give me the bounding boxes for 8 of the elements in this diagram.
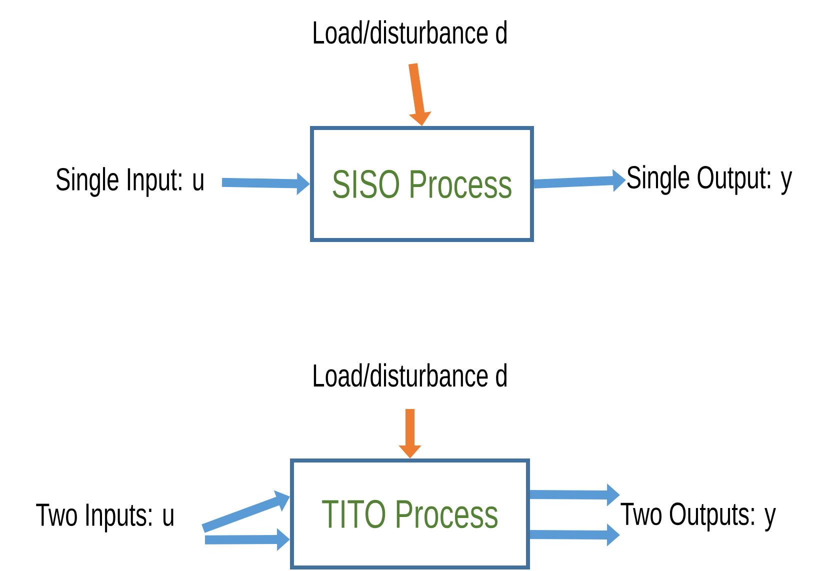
signal-label: Single Input: u (56, 167, 204, 197)
signal-label: Load/disturbance d (314, 20, 506, 44)
signal-label: Load/disturbance d (314, 363, 506, 387)
signal-label: Single Output: y (627, 165, 792, 195)
process-box: TITO Process (290, 458, 530, 570)
signal-label: Two Outputs: y (620, 502, 776, 532)
signal-label: Two Inputs: u (36, 504, 174, 532)
process-box: SISO Process (310, 126, 534, 242)
